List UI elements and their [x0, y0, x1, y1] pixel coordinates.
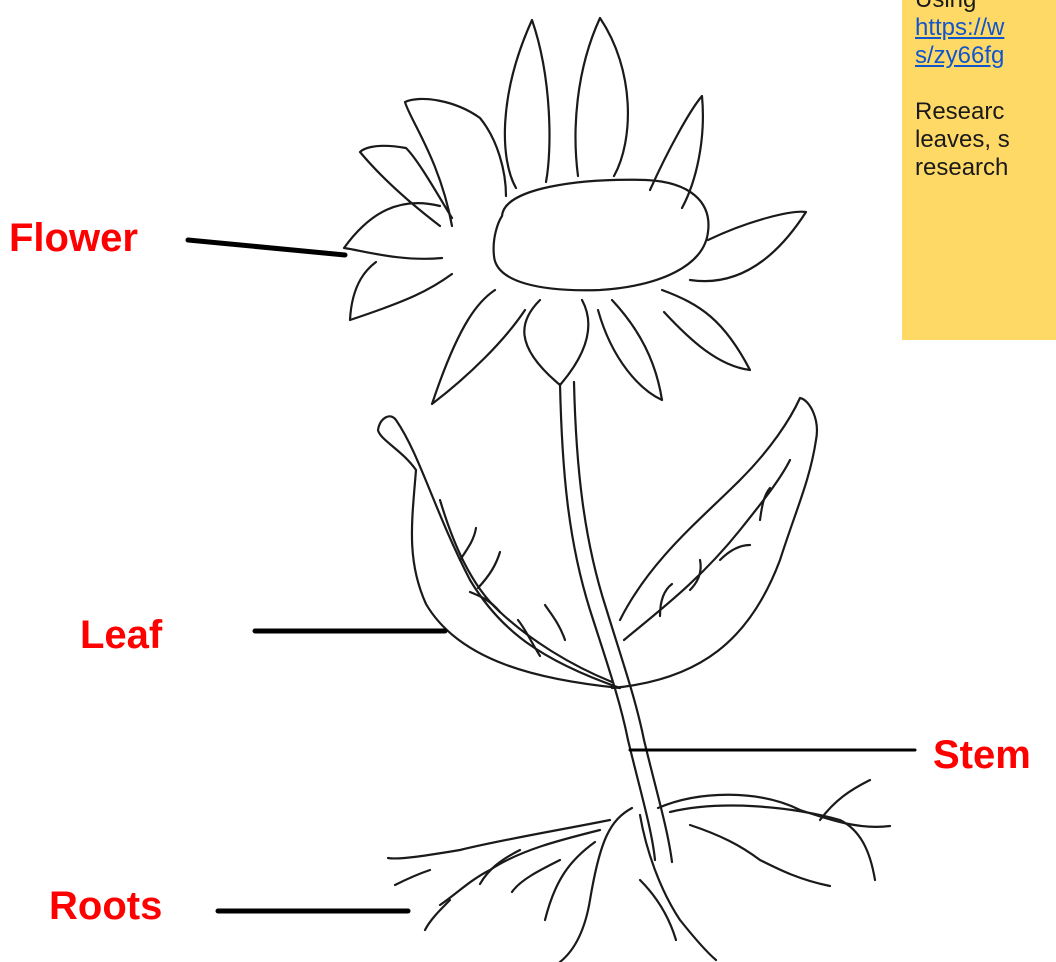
petal-upper-right: [650, 96, 703, 208]
research-link[interactable]: https://w: [915, 14, 1004, 41]
stem: [560, 382, 672, 862]
flower-center: [494, 180, 709, 290]
petal-upper-left: [405, 99, 506, 226]
petal-bottom-right: [598, 300, 662, 400]
petal-lower-right: [662, 290, 750, 370]
note-intro-text: Using: [915, 0, 1056, 14]
petal-lower-left: [350, 262, 452, 320]
instruction-note: Using https://w s/zy66fg Researc leaves,…: [902, 0, 1056, 340]
roots: [388, 780, 890, 962]
leaf-label: Leaf: [80, 615, 162, 655]
petal-top-right: [576, 18, 628, 176]
petal-left: [344, 203, 442, 259]
petal-top-left: [505, 20, 550, 188]
note-task-text-line2: leaves, s: [915, 126, 1056, 154]
flower-pointer-line: [188, 240, 345, 255]
roots-label: Roots: [49, 886, 162, 926]
petal-bottom-left: [432, 290, 525, 404]
note-task-text-line3: research: [915, 154, 1056, 182]
leaf-left: [378, 416, 620, 688]
pointer-lines: [188, 240, 915, 911]
research-link-continued[interactable]: s/zy66fg: [915, 42, 1004, 69]
stem-label: Stem: [933, 735, 1031, 775]
petal-bottom-center: [524, 300, 588, 385]
flower-petals: [344, 18, 806, 404]
note-task-text-line1: Researc: [915, 98, 1056, 126]
flower-label: Flower: [9, 218, 138, 258]
petal-left-upper: [360, 146, 452, 226]
leaf-right: [612, 398, 817, 688]
